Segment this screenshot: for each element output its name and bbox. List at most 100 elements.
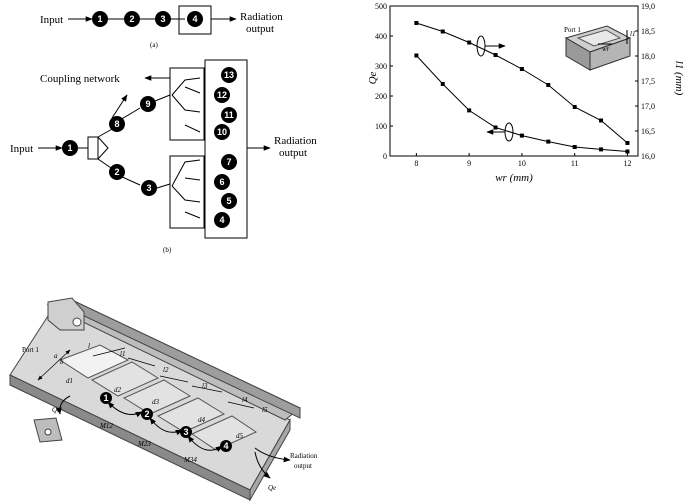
chart-ylabel-left: Qe bbox=[367, 71, 379, 84]
chart-inset: Port 1 l1 wr bbox=[564, 25, 635, 71]
chart-ylabel-right: l1 (mm) bbox=[673, 61, 685, 96]
fig-a-output-label-2: output bbox=[246, 23, 274, 35]
fig-a-node-4: 4 bbox=[187, 11, 203, 27]
svg-text:3: 3 bbox=[160, 14, 165, 24]
fig-b-caption: (b) bbox=[163, 246, 172, 254]
svg-text:2: 2 bbox=[129, 14, 134, 24]
series-1-point-4 bbox=[519, 67, 524, 71]
fig-b-node-12: 12 bbox=[214, 87, 230, 103]
fig-b-node-5: 5 bbox=[221, 193, 237, 209]
fig-c-label-l: l bbox=[88, 342, 90, 350]
x-tick-label-0: 8 bbox=[414, 159, 418, 168]
svg-text:2: 2 bbox=[144, 409, 149, 419]
fig-b: Input Coupling network Radiation output … bbox=[10, 59, 317, 254]
fig-b-node-3: 3 bbox=[141, 180, 157, 196]
fig-b-node-10: 10 bbox=[214, 124, 230, 140]
yl-tick-label-5: 500 bbox=[375, 2, 387, 11]
left-series-indicator bbox=[476, 35, 486, 57]
series-1-point-3 bbox=[493, 53, 498, 57]
svg-text:4: 4 bbox=[192, 14, 197, 24]
svg-text:3: 3 bbox=[146, 183, 151, 193]
fig-c-label-qe-out: Qe bbox=[268, 484, 276, 492]
svg-text:5: 5 bbox=[226, 196, 231, 206]
series-1-point-7 bbox=[599, 118, 604, 123]
fig-b-output-box bbox=[204, 59, 248, 239]
yr-tick-label-5: 18,5 bbox=[641, 27, 655, 36]
series-0-point-7 bbox=[599, 147, 604, 152]
fig-b-node-2: 2 bbox=[109, 164, 125, 180]
series-0-point-1 bbox=[440, 82, 445, 86]
fig-c-label-d2: d2 bbox=[114, 386, 122, 394]
fig-b-node-6: 6 bbox=[214, 174, 230, 190]
chart-series bbox=[414, 21, 630, 154]
svg-text:6: 6 bbox=[219, 177, 224, 187]
fig-b-node-9: 9 bbox=[140, 96, 156, 112]
fig-c-node-2: 2 bbox=[141, 408, 153, 420]
series-0-point-4 bbox=[519, 133, 524, 138]
series-0-point-3 bbox=[493, 125, 498, 130]
fig-b-node-7: 7 bbox=[221, 154, 237, 170]
series-1-point-2 bbox=[467, 40, 472, 45]
yl-tick-label-0: 0 bbox=[383, 152, 387, 161]
fig-c-label-m23: M23 bbox=[137, 440, 151, 448]
yr-tick-label-2: 17,0 bbox=[641, 102, 655, 111]
inset-l1-label: l1 bbox=[630, 30, 635, 38]
fig-a-input-label: Input bbox=[40, 14, 63, 26]
svg-text:9: 9 bbox=[145, 99, 150, 109]
fig-b-node-11: 11 bbox=[221, 107, 237, 123]
series-1-point-1 bbox=[440, 29, 445, 34]
fig-a-output-box bbox=[178, 5, 212, 35]
fig-c-label-l5: l5 bbox=[262, 406, 268, 414]
yl-tick-label-2: 200 bbox=[375, 92, 387, 101]
series-1-point-8 bbox=[625, 141, 630, 145]
fig-b-coupling-label: Coupling network bbox=[40, 73, 120, 85]
yr-tick-label-4: 18,0 bbox=[641, 52, 655, 61]
fig-c-label-qe-in: Qe bbox=[52, 406, 60, 414]
svg-text:1: 1 bbox=[97, 14, 102, 24]
fig-b-node-13: 13 bbox=[221, 67, 237, 83]
fig-c-label-a: a bbox=[54, 352, 58, 360]
svg-text:1: 1 bbox=[103, 393, 108, 403]
fig-c-label-b: b bbox=[60, 358, 64, 366]
series-0-point-5 bbox=[546, 139, 551, 144]
fig-c-label-l1: l1 bbox=[120, 350, 125, 358]
series-1-point-0 bbox=[414, 21, 419, 25]
yl-tick-label-1: 100 bbox=[375, 122, 387, 131]
fig-b-output-label-1: Radiation bbox=[274, 135, 317, 147]
fig-c-output-label-1: Radiation bbox=[290, 452, 318, 460]
fig-b-splitter bbox=[87, 136, 99, 160]
series-0-point-2 bbox=[467, 108, 472, 113]
chart-xlabel: wr (mm) bbox=[495, 172, 533, 184]
svg-text:13: 13 bbox=[224, 70, 234, 80]
fig-c-label-d1: d1 bbox=[66, 377, 73, 385]
inset-port-label: Port 1 bbox=[564, 26, 581, 34]
fig-c-label-l3: l3 bbox=[202, 382, 208, 390]
x-tick-label-4: 12 bbox=[623, 159, 631, 168]
svg-text:12: 12 bbox=[217, 90, 227, 100]
svg-text:1: 1 bbox=[67, 143, 72, 153]
fig-c-node-4: 4 bbox=[220, 440, 232, 452]
series-0-point-6 bbox=[572, 145, 577, 149]
svg-text:4: 4 bbox=[219, 215, 224, 225]
yr-tick-label-1: 16,5 bbox=[641, 127, 655, 136]
fig-b-output-label-2: output bbox=[279, 147, 307, 159]
svg-text:2: 2 bbox=[114, 167, 119, 177]
fig-c-label-m12: M12 bbox=[99, 422, 113, 430]
fig-b-input-label: Input bbox=[10, 143, 33, 155]
fig-a: Input 1 2 3 4 Radiation output (a) bbox=[40, 5, 283, 49]
x-tick-label-3: 11 bbox=[571, 159, 579, 168]
svg-text:8: 8 bbox=[114, 119, 119, 129]
svg-text:7: 7 bbox=[226, 157, 231, 167]
fig-c-output-label-2: output bbox=[294, 462, 312, 470]
series-0-point-8 bbox=[625, 149, 630, 154]
fig-c-node-1: 1 bbox=[100, 392, 112, 404]
fig-c-label-d3: d3 bbox=[152, 398, 160, 406]
yl-tick-label-4: 400 bbox=[375, 32, 387, 41]
fig-b-node-1: 1 bbox=[62, 140, 78, 156]
fig-c-label-l4: l4 bbox=[242, 396, 248, 404]
fig-b-node-4: 4 bbox=[214, 212, 230, 228]
svg-text:3: 3 bbox=[183, 427, 188, 437]
